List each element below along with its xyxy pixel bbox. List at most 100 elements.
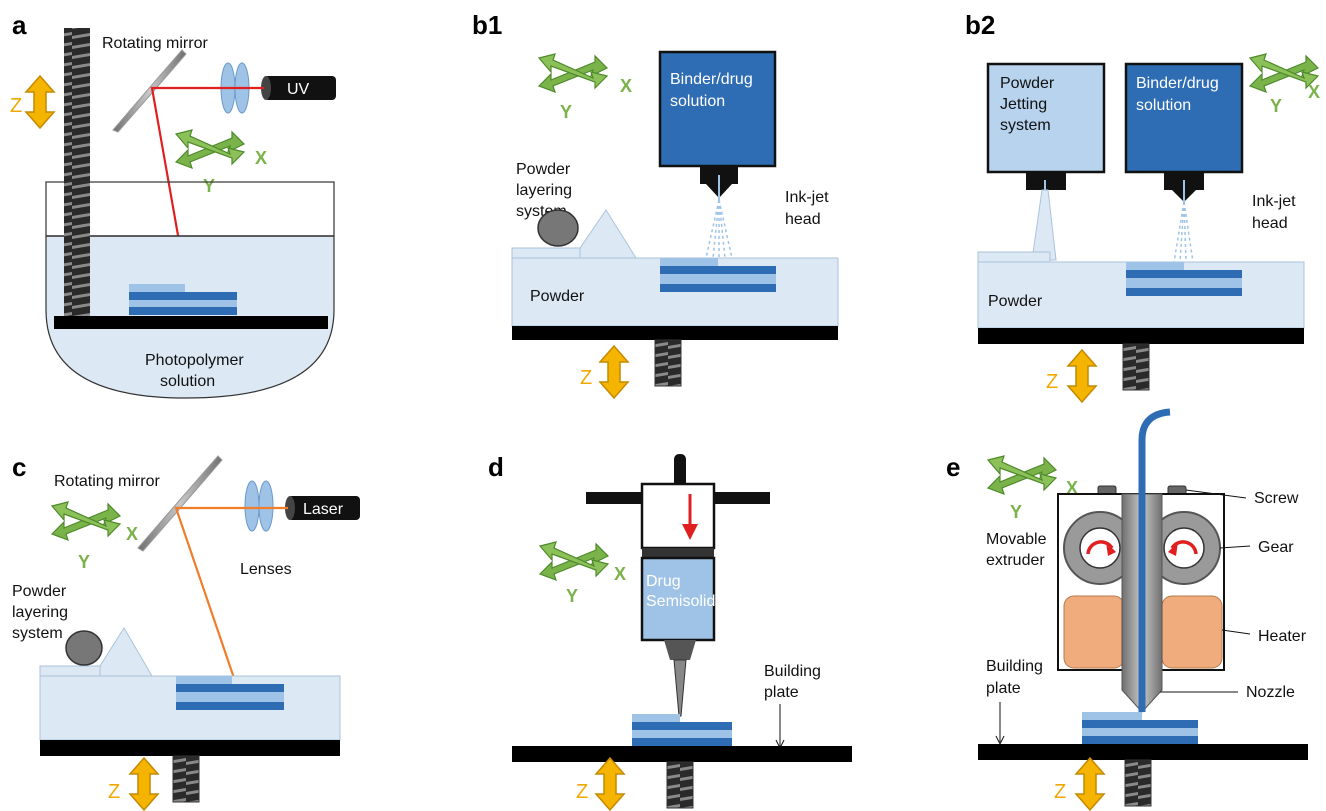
z-axis-screw: [654, 339, 682, 387]
rotation-arrow-icon: [1106, 542, 1116, 556]
uv-beam: [150, 86, 264, 293]
building-plate-label: Building: [986, 658, 1043, 675]
pressure-arrow-icon: [682, 524, 698, 540]
powder-label: Powder: [530, 288, 585, 305]
z-axis-screw: [1122, 343, 1150, 391]
printed-layer: [176, 676, 232, 684]
build-platform: [512, 326, 838, 340]
drug-semisolid-reservoir: [640, 556, 716, 642]
drug-label: Drug: [646, 573, 681, 590]
roller-icon: [65, 630, 103, 666]
x-axis-label: X: [614, 564, 626, 584]
filament: [1138, 408, 1171, 712]
laser-source-label: Laser: [303, 501, 344, 518]
panel-d-label: d: [488, 452, 504, 482]
head-label: head: [785, 211, 821, 228]
nozzle-label: Nozzle: [1246, 684, 1295, 701]
head-label: head: [1252, 215, 1288, 232]
heater-block: [1161, 595, 1223, 669]
gear-label: Gear: [1258, 539, 1294, 556]
z-arrow-icon: [1067, 349, 1097, 403]
uv-source: [264, 76, 336, 100]
xy-arrow-icon: [51, 501, 121, 541]
layering-label: layering: [12, 604, 68, 621]
z-axis-label: Z: [580, 367, 592, 389]
panel-c: c Rotating mirror Lenses Laser X Y Powde…: [12, 452, 360, 811]
binder-label: Binder/drug: [670, 71, 753, 88]
rotating-mirror-label: Rotating mirror: [102, 35, 208, 52]
plate-label: plate: [764, 684, 799, 701]
powder-layering-label: Powder: [516, 161, 571, 178]
laser-source: [288, 496, 360, 520]
jetting-label: Jetting: [1000, 96, 1047, 113]
binder-reservoir: [658, 50, 777, 168]
screw-label: Screw: [1254, 490, 1299, 507]
printed-layer: [129, 292, 237, 300]
powder-pile: [99, 627, 153, 677]
laser-beam: [174, 506, 288, 679]
system-label: system: [12, 625, 63, 642]
powder-layering-label: Powder: [12, 583, 67, 600]
layering-label: layering: [516, 182, 572, 199]
xy-arrow-icon: [538, 53, 608, 93]
panel-a-label: a: [12, 10, 27, 40]
extruder-label: extruder: [986, 552, 1045, 569]
needle: [673, 659, 687, 717]
x-axis-label: X: [126, 524, 138, 544]
powder-label: Powder: [988, 293, 1043, 310]
printed-layer: [129, 284, 185, 293]
z-arrow-icon: [25, 75, 55, 129]
x-axis-label: X: [620, 76, 632, 96]
y-axis-label: Y: [1270, 96, 1282, 116]
building-plate: [512, 746, 852, 762]
solution-label: solution: [160, 373, 215, 390]
binder-label: Binder/drug: [1136, 75, 1219, 92]
rotation-arrow-icon: [1168, 542, 1178, 556]
z-arrow-icon: [129, 757, 159, 811]
rotating-mirror-label: Rotating mirror: [54, 473, 160, 490]
printed-layer: [1082, 712, 1142, 720]
panel-a: a Z Rotating mirror UV X Y Photopoly: [10, 10, 336, 399]
z-axis-label: Z: [576, 781, 588, 803]
y-axis-label: Y: [560, 102, 572, 122]
printed-layer: [660, 258, 718, 266]
uv-source-label: UV: [287, 81, 310, 98]
panel-b1: b1 X Y Binder/drug solution Ink-jet head…: [472, 10, 839, 399]
y-axis-label: Y: [203, 176, 215, 196]
building-plate: [978, 744, 1308, 760]
movable-extruder-label: Movable: [986, 531, 1047, 548]
printed-layer: [632, 714, 680, 722]
lens-icon: [244, 480, 260, 532]
z-arrow-icon: [595, 757, 625, 811]
xy-arrow-icon: [987, 455, 1057, 495]
panel-b1-label: b1: [472, 10, 502, 40]
z-axis-label: Z: [1046, 371, 1058, 393]
rotating-mirror-icon: [137, 455, 223, 552]
z-arrow-icon: [599, 345, 629, 399]
system-label: system: [1000, 117, 1051, 134]
panel-b2-label: b2: [965, 10, 995, 40]
lenses-label: Lenses: [240, 561, 292, 578]
z-axis-label: Z: [10, 95, 22, 117]
z-axis-screw: [172, 755, 200, 803]
binder-reservoir: [1124, 62, 1244, 174]
photopolymer-label: Photopolymer: [145, 352, 244, 369]
printed-layer: [1126, 262, 1184, 270]
binder-droplets: [1173, 201, 1194, 263]
lens-icon: [258, 480, 274, 532]
y-axis-label: Y: [566, 586, 578, 606]
nozzle-hub: [664, 640, 696, 660]
solution-label: solution: [1136, 97, 1191, 114]
building-plate-label: Building: [764, 663, 821, 680]
solution-label: solution: [670, 93, 725, 110]
powder-jetting-label: Powder: [1000, 75, 1055, 92]
roller-icon: [537, 209, 579, 247]
plate-label: plate: [986, 680, 1021, 697]
syringe-barrel: [640, 482, 716, 550]
panel-e-label: e: [946, 452, 960, 482]
y-axis-label: Y: [78, 552, 90, 572]
binder-droplets: [705, 199, 733, 259]
x-axis-label: X: [255, 148, 267, 168]
xy-arrow-icon: [175, 129, 245, 169]
